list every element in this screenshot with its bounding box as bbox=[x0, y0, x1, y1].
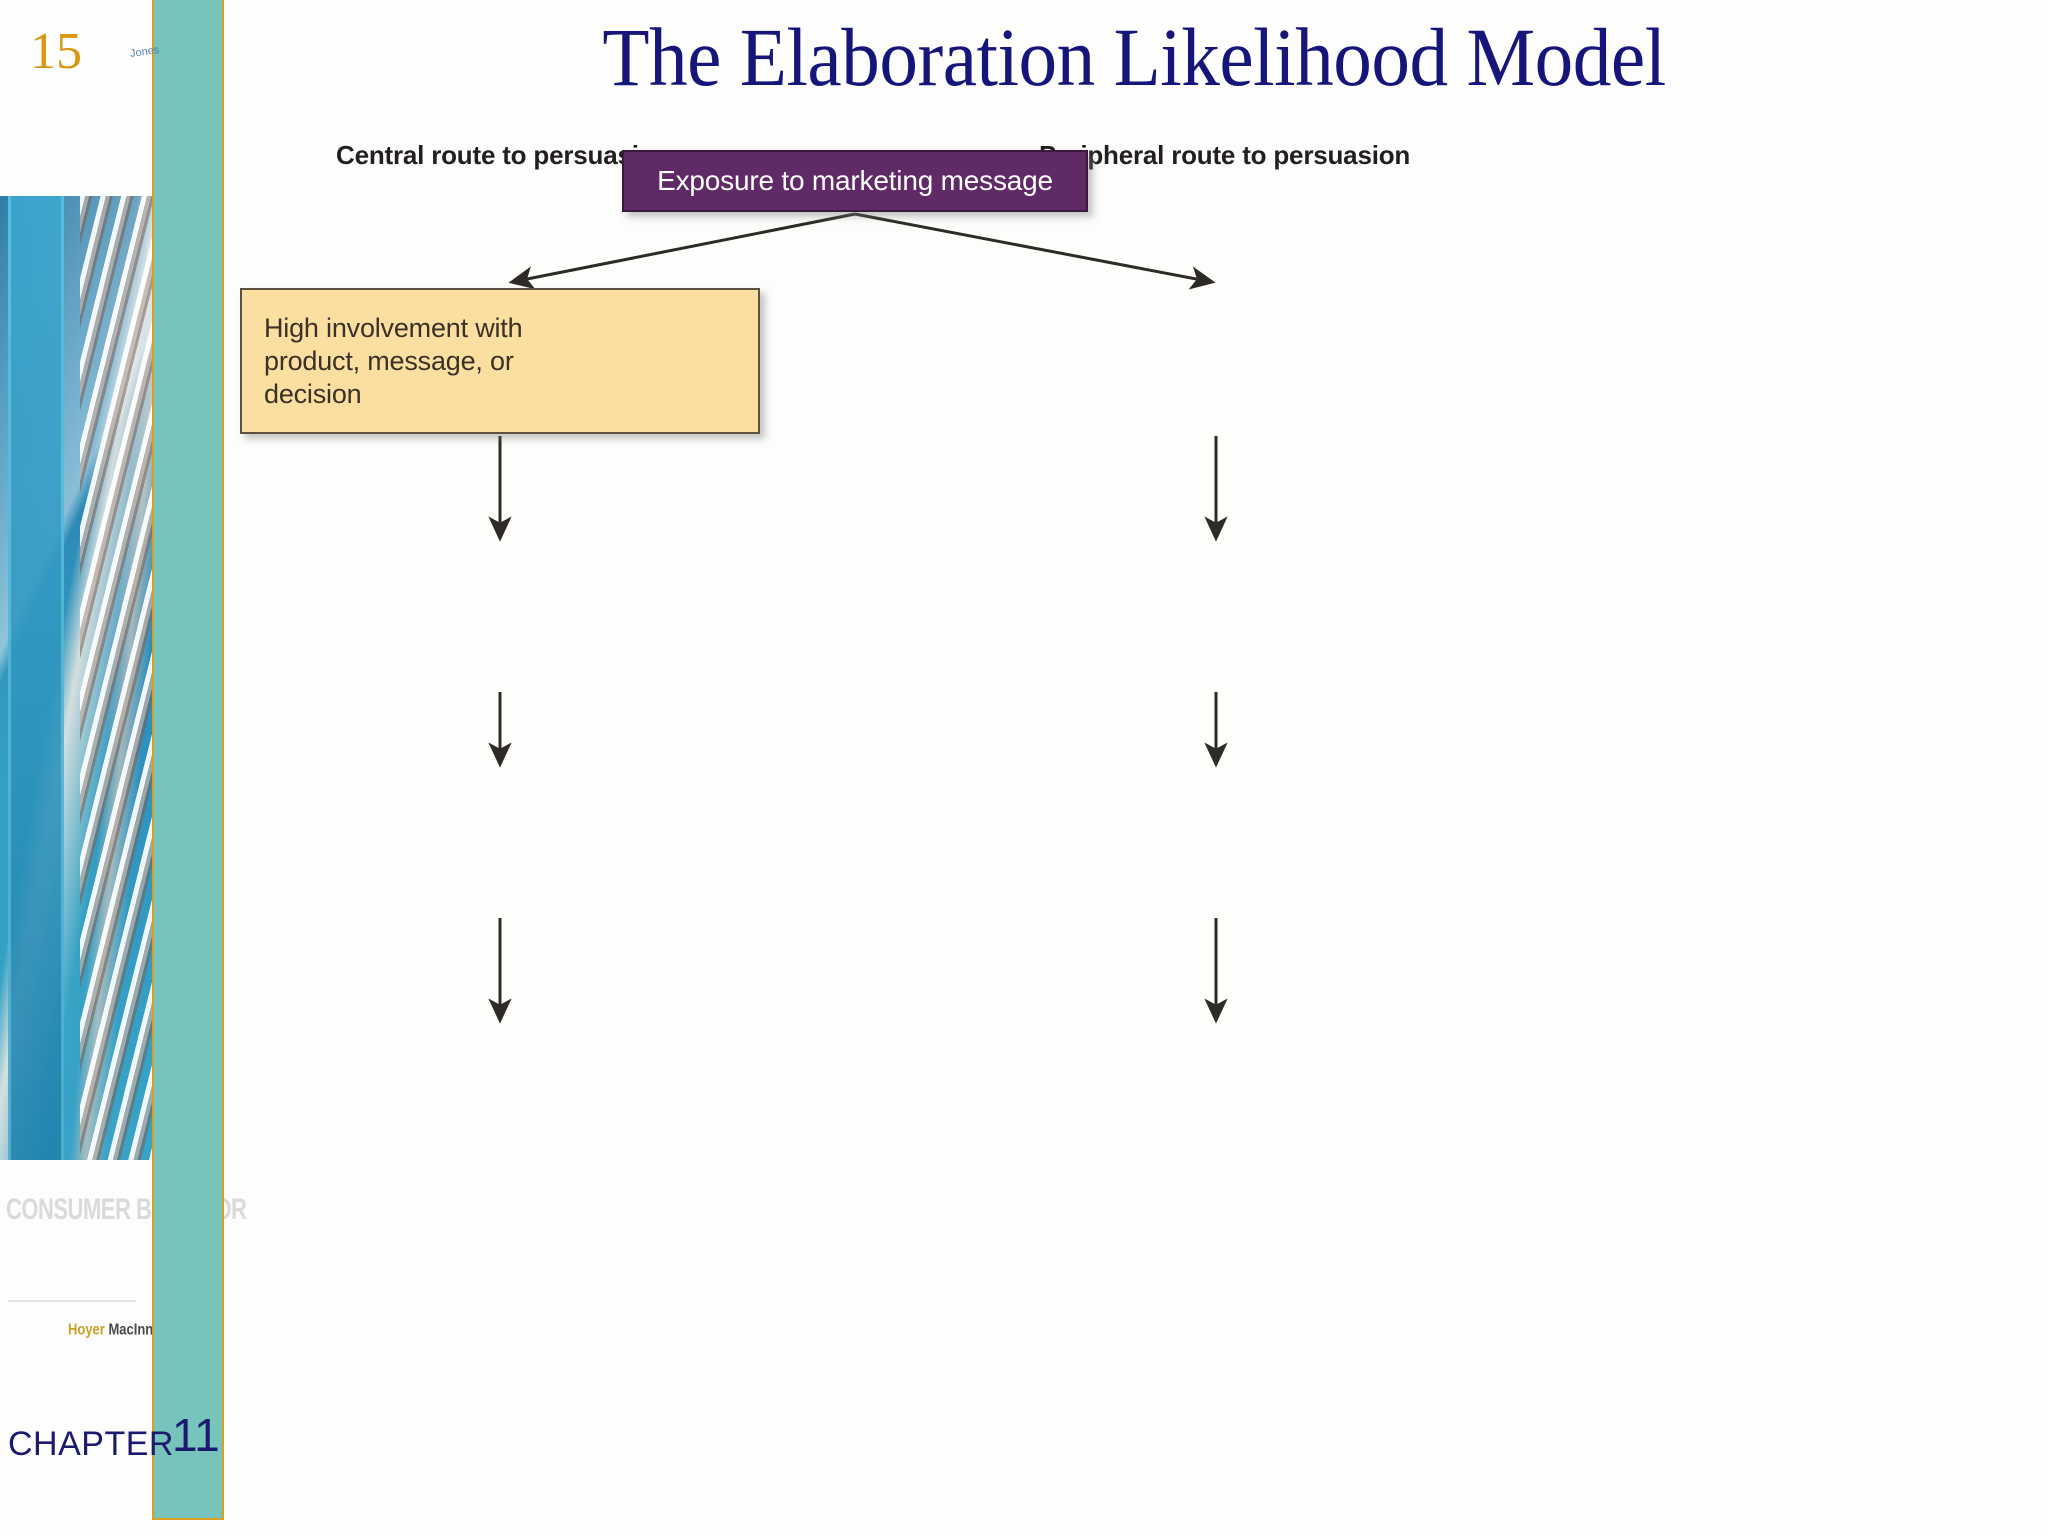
connector-arrows bbox=[488, 212, 1228, 1024]
page-title: The Elaboration Likelihood Model bbox=[602, 11, 1666, 103]
node-exposure-to-marketing-message[interactable]: Exposure to marketing message bbox=[622, 150, 1088, 212]
node-exposure-label: Exposure to marketing message bbox=[657, 165, 1053, 196]
chapter-number: 11 bbox=[172, 1409, 220, 1461]
book-cover-divider bbox=[8, 1300, 136, 1302]
column-heading-peripheral: Peripheral route to persuasion bbox=[1039, 140, 1411, 170]
book-cover-title: CONSUMER BEHAVIOR bbox=[6, 1192, 247, 1226]
chapter-label: CHAPTER bbox=[8, 1425, 174, 1463]
node-high-involvement[interactable]: High involvement with product, message, … bbox=[240, 288, 760, 434]
elaboration-likelihood-flowchart: Central route to persuasion Peripheral r… bbox=[224, 96, 2048, 1536]
book-cover-lower-panel bbox=[0, 1160, 152, 1420]
column-heading-central: Central route to persuasion bbox=[336, 140, 671, 170]
node-c1-label: High involvement with product, message, … bbox=[264, 313, 523, 409]
teal-accent-bar bbox=[152, 0, 224, 1520]
slide-number: 15 bbox=[30, 23, 82, 80]
